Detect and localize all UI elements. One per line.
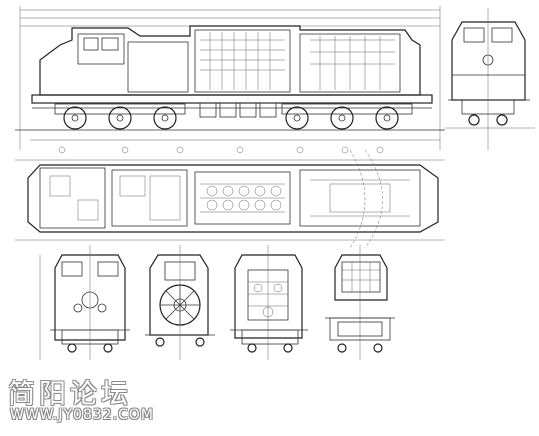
cross-section-1 bbox=[39, 245, 130, 360]
end-view-front bbox=[445, 8, 535, 150]
cross-section-2 bbox=[145, 245, 215, 360]
side-elevation-view bbox=[15, 6, 445, 154]
cross-section-4 bbox=[325, 245, 395, 360]
plan-view bbox=[15, 149, 445, 249]
cross-section-3 bbox=[230, 245, 308, 360]
watermark-site-name: 简阳论坛 bbox=[8, 379, 132, 410]
watermark-url: WWW.JY0832.COM bbox=[10, 407, 155, 423]
